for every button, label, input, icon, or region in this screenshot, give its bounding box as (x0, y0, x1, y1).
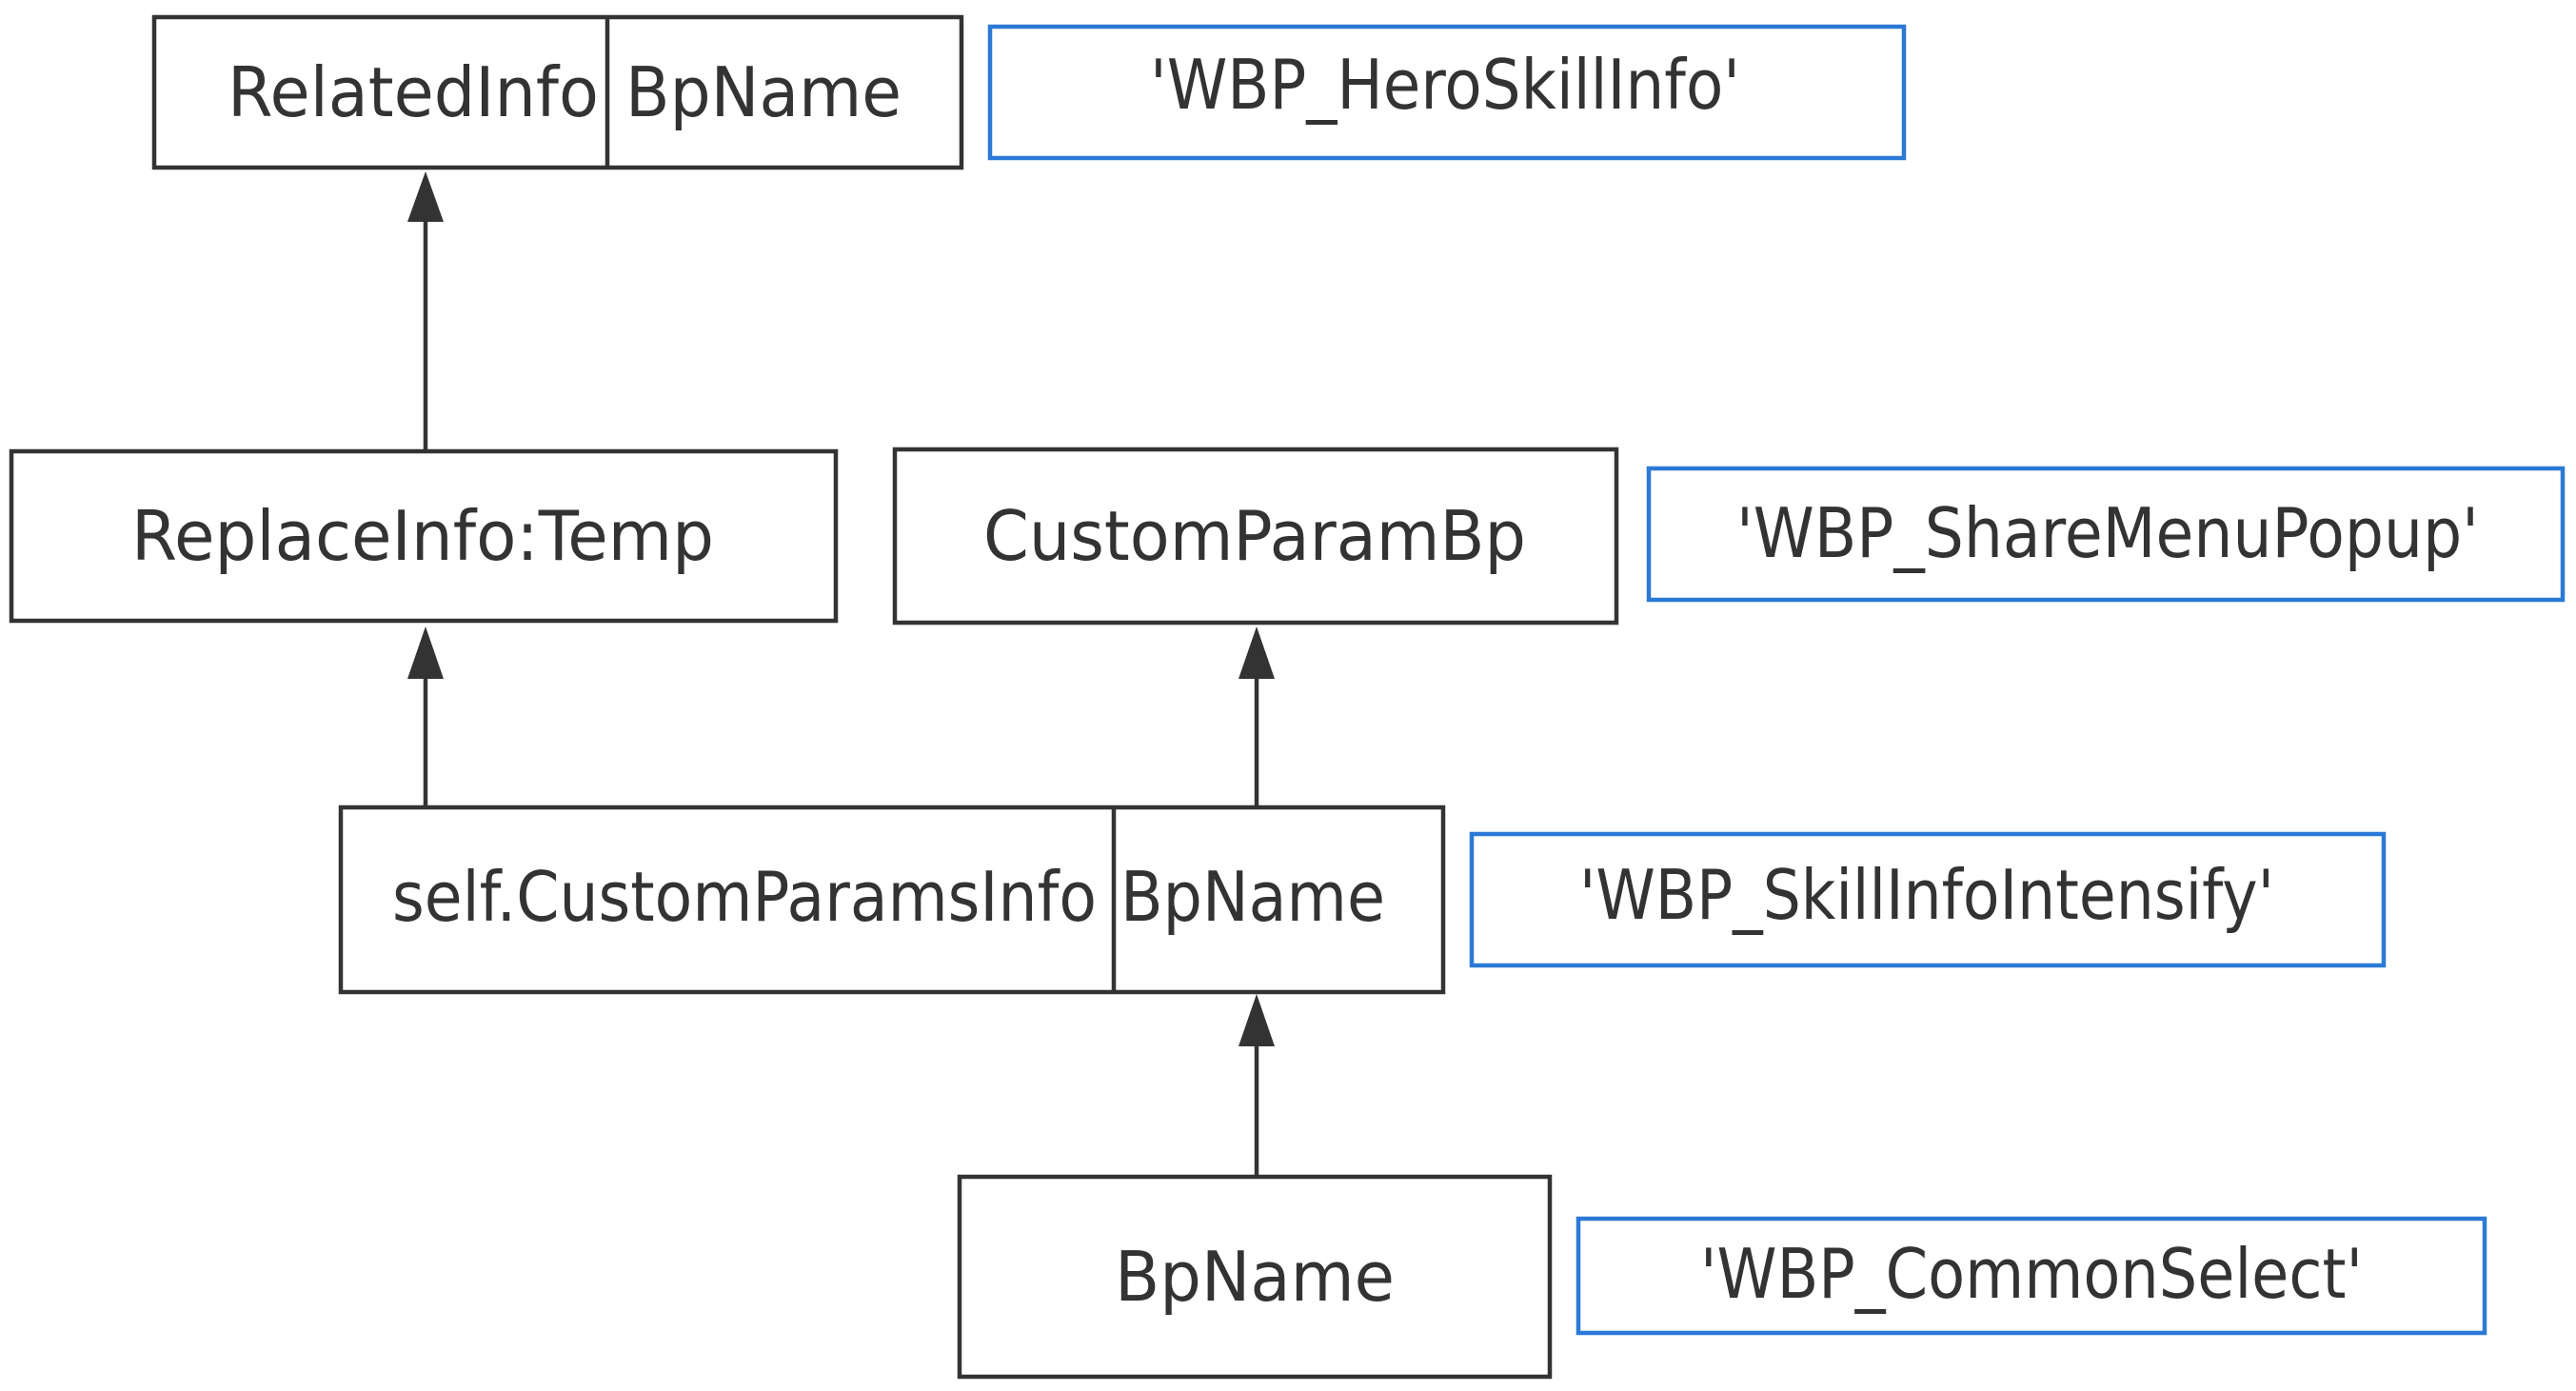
node-custom-params-info-right-label: BpName (1120, 857, 1385, 937)
value-hero-skill-info-label: 'WBP_HeroSkillInfo' (1150, 45, 1740, 125)
edge-customparamsinfo-to-customparambp (1238, 626, 1275, 805)
node-replace-info-label: ReplaceInfo:Temp (131, 496, 714, 576)
value-skill-info-intensify-label: 'WBP_SkillInfoIntensify' (1579, 855, 2274, 935)
node-related-info: RelatedInfo BpName (151, 14, 964, 170)
node-bp-name-label: BpName (1115, 1237, 1395, 1317)
node-custom-param-bp: CustomParamBp (892, 447, 1619, 626)
node-custom-params-info: self.CustomParamsInfo BpName (338, 805, 1446, 995)
value-skill-info-intensify: 'WBP_SkillInfoIntensify' (1469, 831, 2387, 968)
node-related-info-left-label: RelatedInfo (228, 52, 599, 132)
value-share-menu-popup-label: 'WBP_ShareMenuPopup' (1736, 493, 2479, 573)
value-common-select-label: 'WBP_CommonSelect' (1700, 1234, 2363, 1314)
node-related-info-right-label: BpName (625, 52, 902, 132)
edge-bpname-to-customparamsinfo (1238, 994, 1275, 1177)
node-custom-param-bp-label: CustomParamBp (983, 496, 1526, 576)
value-common-select: 'WBP_CommonSelect' (1575, 1216, 2487, 1336)
edge-replace-to-related (407, 171, 444, 449)
node-bp-name: BpName (957, 1174, 1553, 1380)
edge-customparamsinfo-to-replace (407, 626, 444, 805)
node-replace-info: ReplaceInfo:Temp (9, 448, 839, 624)
node-custom-params-info-left-label: self.CustomParamsInfo (392, 857, 1097, 937)
value-hero-skill-info: 'WBP_HeroSkillInfo' (987, 24, 1907, 161)
value-share-menu-popup: 'WBP_ShareMenuPopup' (1646, 466, 2566, 603)
